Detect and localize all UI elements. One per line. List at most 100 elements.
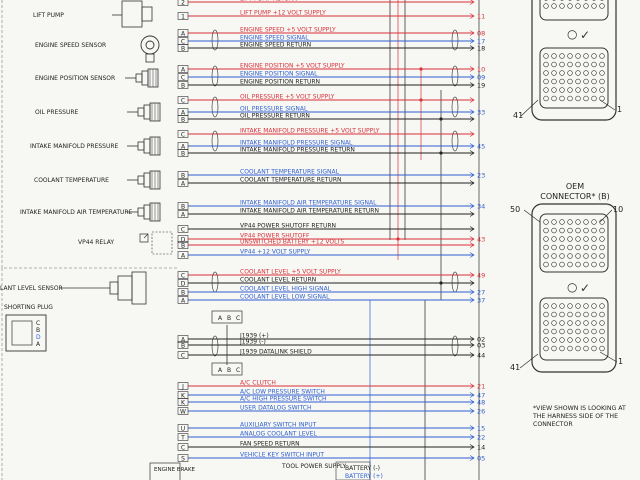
connector-pin-letter: A <box>181 337 186 344</box>
wire-label: COOLANT LEVEL LOW SIGNAL <box>240 294 330 301</box>
key-circle-icon: ○ <box>567 27 577 41</box>
connector-pin-letter: W <box>180 409 186 416</box>
connector-pin-socket <box>599 345 605 352</box>
splice-dot <box>439 281 443 285</box>
connector-pin-socket <box>575 219 581 225</box>
connector-pin-socket <box>591 3 597 9</box>
connector-pin-socket <box>559 320 565 326</box>
connector-pin-socket <box>551 95 557 102</box>
connector-pin-socket <box>567 61 573 68</box>
splice-dot <box>439 151 443 155</box>
wire-label: A/C HIGH PRESSURE SWITCH <box>240 396 327 403</box>
connector-pin-socket <box>575 328 581 335</box>
connector-pin-box <box>177 65 189 73</box>
connector-pin-socket <box>567 3 573 9</box>
ecm-connector-panel: ○ ✓ 41 1 OEM CONNECTOR* (B) 50 10 ○ ✓ 41… <box>510 0 626 428</box>
engine-position-sensor: ENGINE POSITION SENSOR <box>35 68 159 88</box>
splice-ellipse <box>451 335 459 357</box>
oem-connector-outline <box>531 203 617 373</box>
pin-arrow-icon <box>469 455 475 461</box>
wire-label: A/C LOW PRESSURE SWITCH <box>240 389 325 396</box>
connector-pin-socket <box>567 244 573 251</box>
wire-label: VP44 POWER SHUTOFF RETURN <box>240 223 336 230</box>
relay-icon <box>139 231 173 255</box>
engine-speed-sensor: ENGINE SPEED SENSOR <box>35 35 160 63</box>
pin-arrow-icon <box>469 242 475 248</box>
connector-pin-socket <box>591 345 597 352</box>
connector-pin-socket <box>543 337 549 343</box>
temperature-sensor-icon <box>127 202 161 222</box>
connector-pin-socket <box>551 78 557 85</box>
connector-pin-socket <box>551 61 557 68</box>
pin-arrow-icon <box>469 180 475 186</box>
connector-pin-socket <box>591 70 597 76</box>
pin-arrow-icon <box>469 383 475 389</box>
connector-pin-socket <box>543 328 549 335</box>
connector-pin-socket <box>551 253 557 259</box>
pin-arrow-icon <box>469 280 475 286</box>
coolant-temperature-label: COOLANT TEMPERATURE <box>34 177 109 184</box>
ecm-pin-number: 26 <box>477 408 485 416</box>
connector-pin-socket <box>543 70 549 76</box>
connector-pin-socket <box>559 219 565 225</box>
pin-arrow-icon <box>469 444 475 450</box>
connector-pin-socket <box>583 95 589 102</box>
connector-pin-socket <box>559 337 565 343</box>
intake-manifold-air-temperature: INTAKE MANIFOLD AIR TEMPERATURE <box>20 202 161 222</box>
lift-pump-label: LIFT PUMP <box>33 12 64 19</box>
oem-connector-upper-block <box>539 213 609 273</box>
ecm-pin-number: 33 <box>477 109 485 117</box>
connector-pin-box <box>177 202 189 210</box>
connector-pin-box <box>177 235 189 243</box>
ecm-pin-number: 27 <box>477 289 485 297</box>
oem-pin-label-10: 10 <box>613 205 623 214</box>
connector-pin-socket <box>599 95 605 102</box>
connector-pin-socket <box>567 219 573 225</box>
ecm-pin-number: 49 <box>477 272 485 280</box>
connector-pin-socket <box>543 253 549 259</box>
j1939-pin-letter: C <box>236 315 240 322</box>
connector-pin-box <box>177 241 189 249</box>
connector-pin-socket <box>583 303 589 309</box>
connector-pin-socket <box>599 219 605 225</box>
connector-pin-socket <box>575 303 581 309</box>
connector-pin-socket <box>543 261 549 268</box>
j1939-pin-letter: B <box>227 367 231 374</box>
connector-pin-socket <box>583 61 589 68</box>
pin-arrow-icon <box>469 252 475 258</box>
ecm-pin-number: 48 <box>477 399 485 407</box>
pin-arrow-icon <box>469 143 475 149</box>
connector-pin-box <box>177 44 189 52</box>
pin-arrow-icon <box>469 74 475 80</box>
connector-pin-socket <box>575 253 581 259</box>
tool-power-supply-label: TOOL POWER SUPPLY <box>281 463 346 470</box>
connector-pin-socket <box>567 337 573 343</box>
connector-pin-socket <box>583 244 589 251</box>
connector-pin-socket <box>599 328 605 335</box>
connector-pin-box <box>177 179 189 187</box>
connector-pin-letter: B <box>181 151 185 158</box>
splice-ellipse <box>211 29 219 51</box>
connector-pin-socket <box>591 253 597 259</box>
pin-arrow-icon <box>469 97 475 103</box>
pressure-sensor-icon <box>127 136 161 156</box>
connector-pin-socket <box>575 244 581 251</box>
connector-pin-socket <box>599 87 605 93</box>
connector-pin-socket <box>543 61 549 68</box>
wire-label: OIL PRESSURE +5 VOLT SUPPLY <box>240 94 335 101</box>
connector-pin-box <box>177 443 189 451</box>
connector-pin-socket <box>591 95 597 102</box>
